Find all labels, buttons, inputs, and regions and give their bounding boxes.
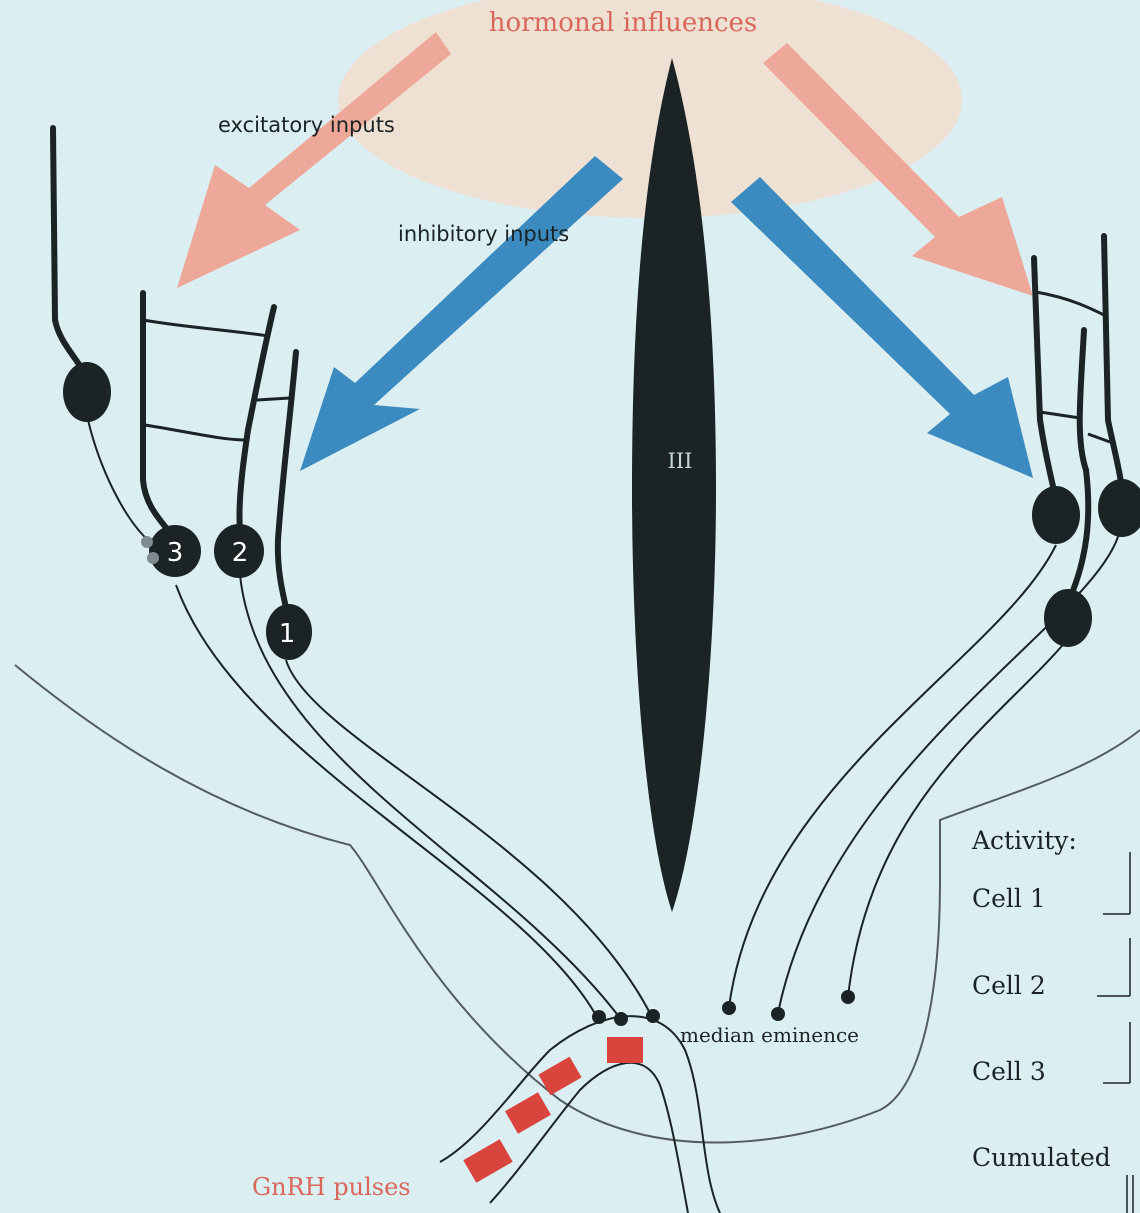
cell-body-right-c	[1044, 589, 1092, 647]
activity-panel: Activity: Cell 1 Cell 2 Cell 3 Cumulated	[971, 826, 1133, 1213]
cell-3-number: 3	[167, 538, 184, 568]
synapse-dot	[141, 536, 153, 548]
cell-body-right-a	[1032, 486, 1080, 544]
cell-3: 3	[149, 525, 201, 577]
cell-body-left-unnumbered	[63, 362, 111, 422]
inhibitory-arrow-left	[300, 156, 623, 471]
gnrh-pulse-blocks	[463, 1037, 643, 1183]
activity-trace-cell-1	[1103, 852, 1130, 914]
gnrh-pulse-block	[463, 1139, 512, 1183]
activity-title: Activity:	[971, 826, 1077, 855]
left-axons	[88, 420, 651, 1018]
activity-row-cell-2: Cell 2	[972, 971, 1046, 1000]
right-dendrite-links	[1036, 292, 1110, 442]
gnrh-pulses-label: GnRH pulses	[252, 1173, 411, 1201]
activity-row-cumulated: Cumulated	[972, 1143, 1111, 1172]
activity-trace-cell-3	[1103, 1022, 1130, 1083]
synapse-dot	[147, 552, 159, 564]
cell-body-right-b	[1098, 479, 1140, 537]
axon-terminals	[592, 990, 855, 1026]
gnrh-pulse-block	[607, 1037, 643, 1063]
hormonal-influences-label: hormonal influences	[489, 8, 758, 38]
gnrh-pulse-block	[505, 1092, 551, 1134]
cell-1-number: 1	[279, 619, 296, 649]
activity-trace-cumulated	[1127, 1175, 1133, 1213]
inhibitory-inputs-label: inhibitory inputs	[398, 222, 569, 246]
activity-trace-cell-2	[1097, 938, 1130, 996]
excitatory-inputs-label: excitatory inputs	[218, 113, 395, 137]
cell-2-number: 2	[232, 538, 249, 568]
median-eminence-label: median eminence	[680, 1023, 859, 1047]
ventricle-label: III	[668, 449, 693, 473]
activity-row-cell-3: Cell 3	[972, 1057, 1046, 1086]
activity-row-cell-1: Cell 1	[972, 884, 1046, 913]
portal-vessel	[440, 1016, 720, 1213]
cell-2: 2	[214, 524, 264, 578]
gnrh-pulse-block	[538, 1057, 581, 1096]
cell-1: 1	[266, 604, 312, 660]
